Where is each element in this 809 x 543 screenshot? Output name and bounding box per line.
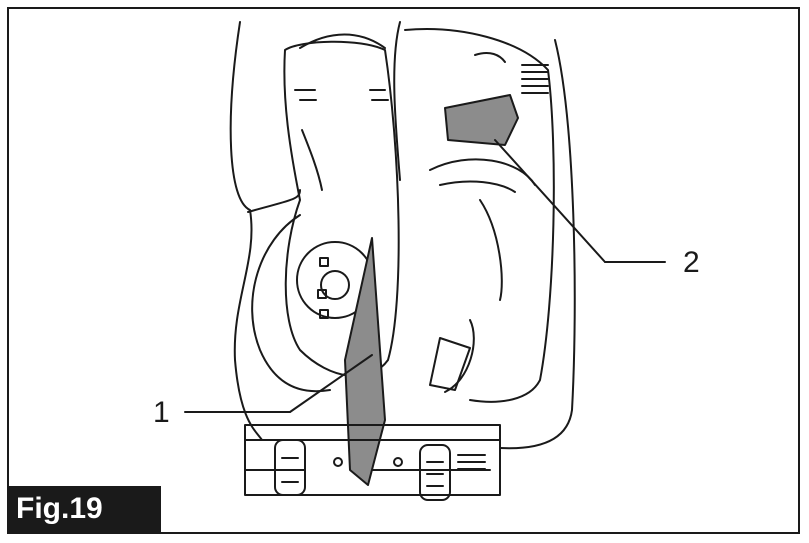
handle-grip <box>444 94 519 146</box>
callout-2: 2 <box>683 246 700 279</box>
callout-1-leader-diag <box>289 354 373 413</box>
wheel-right <box>419 444 451 501</box>
wheel-left <box>274 439 306 496</box>
callout-2-leader <box>494 139 606 263</box>
figure-frame <box>7 7 800 534</box>
mower-body <box>229 21 576 471</box>
rear-housing <box>404 28 555 403</box>
figure-label: Fig.19 <box>9 486 161 532</box>
callout-1: 1 <box>153 396 170 429</box>
blade <box>344 237 386 486</box>
